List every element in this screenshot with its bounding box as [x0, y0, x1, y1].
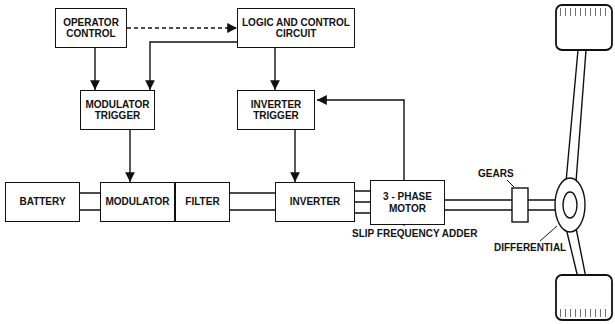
differential-housing [555, 178, 585, 232]
gear-box [512, 188, 528, 222]
wheel-tread [560, 309, 608, 317]
wheel [556, 5, 612, 50]
box-label: FILTER [185, 196, 219, 208]
signal-connector [127, 27, 237, 28]
signal-connector [80, 193, 100, 210]
part-label: DIFFERENTIAL [494, 242, 566, 253]
leader-line [507, 180, 514, 187]
box-label: OPERATOR CONTROL [59, 17, 123, 40]
part-label: SLIP FREQUENCY ADDER [352, 228, 477, 239]
box-label: MODULATOR TRIGGER [84, 99, 151, 122]
process-box: FILTER [175, 182, 230, 222]
process-box: BATTERY [5, 182, 80, 222]
axle [566, 50, 586, 278]
signal-connector [129, 130, 130, 182]
signal-connector [150, 42, 237, 90]
part-label: GEARS [478, 168, 514, 179]
signal-connector [294, 130, 295, 182]
box-label: INVERTER TRIGGER [241, 99, 311, 122]
process-box: 3 - PHASE MOTOR [370, 180, 445, 225]
box-label: MODULATOR [105, 196, 169, 208]
process-box: MODULATOR TRIGGER [80, 90, 155, 130]
box-label: 3 - PHASE MOTOR [374, 191, 441, 214]
box-label: LOGIC AND CONTROL CIRCUIT [241, 17, 351, 40]
process-box: LOGIC AND CONTROL CIRCUIT [237, 8, 355, 48]
signal-connector [230, 193, 275, 210]
differential-gear [563, 192, 577, 218]
box-label: INVERTER [290, 196, 341, 208]
pinion-shaft [528, 200, 556, 210]
process-box: MODULATOR [100, 182, 175, 222]
process-box: INVERTER TRIGGER [237, 90, 315, 130]
wheel [556, 275, 612, 320]
signal-connector [274, 48, 275, 90]
wheel-tread [560, 8, 608, 16]
box-label: BATTERY [19, 196, 65, 208]
signal-connector [355, 191, 370, 213]
process-box: INVERTER [275, 182, 355, 222]
process-box: OPERATOR CONTROL [55, 8, 127, 48]
signal-connector [94, 48, 95, 90]
leader-line [540, 226, 557, 241]
